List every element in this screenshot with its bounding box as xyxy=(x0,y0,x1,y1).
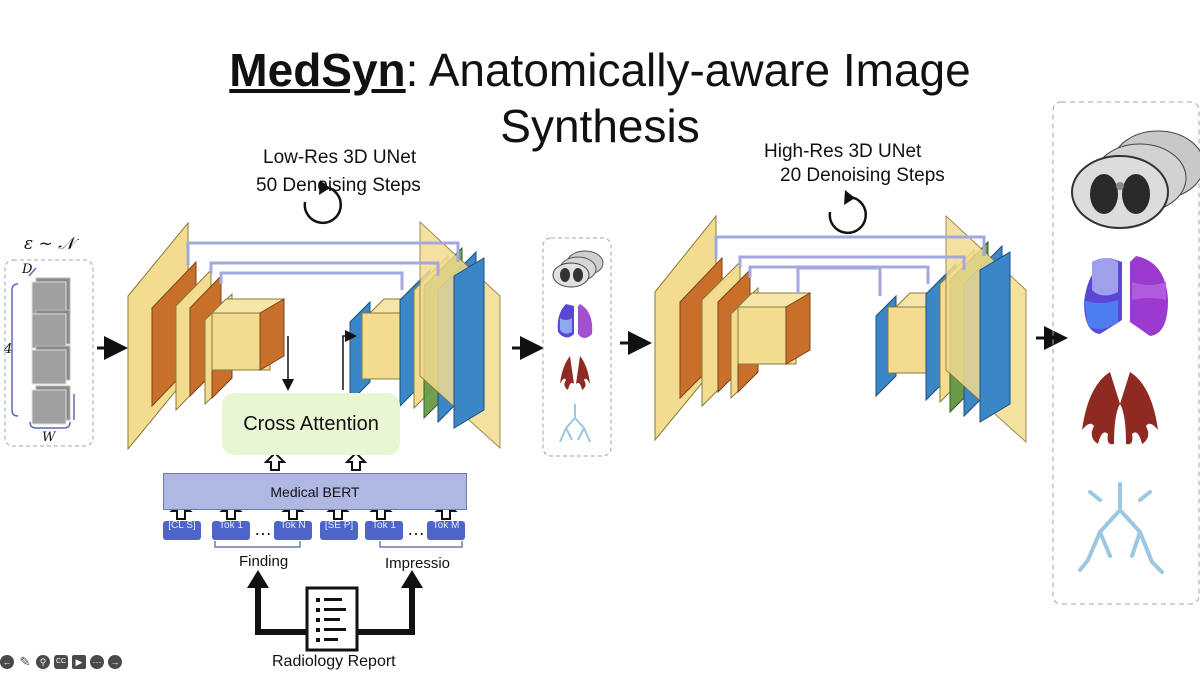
bracket-d xyxy=(28,267,37,277)
token-sep: [SE P] xyxy=(320,521,358,540)
finding-label: Finding xyxy=(239,553,289,570)
dim-w-label: W xyxy=(42,430,56,445)
previous-icon[interactable]: ← xyxy=(0,655,14,669)
mini-lung-lobes-icon xyxy=(557,304,593,338)
noise-label: ε ~ 𝒩 xyxy=(24,234,75,254)
token-ellipsis-1: … xyxy=(254,519,272,539)
token-impression-m: Tok M xyxy=(427,521,465,540)
lowres-unet xyxy=(127,180,501,451)
radiology-report-label: Radiology Report xyxy=(272,653,396,670)
noise-panel xyxy=(4,259,94,447)
medical-bert-box: Medical BERT xyxy=(163,473,467,510)
dim-4-label: 4 xyxy=(4,342,13,357)
dim-d-label: D xyxy=(22,262,33,277)
token-finding-1: Tok 1 xyxy=(212,521,250,540)
impression-label: Impressio xyxy=(385,555,451,572)
next-icon[interactable]: → xyxy=(108,655,122,669)
more-options-icon[interactable]: ⋯ xyxy=(90,655,104,669)
report-arrows xyxy=(255,584,415,635)
highres-label-line1: High-Res 3D UNet xyxy=(764,141,922,162)
title-rest: : Anatomically-aware Image xyxy=(405,44,971,96)
highres-label-line2: 20 Denoising Steps xyxy=(780,165,945,186)
bert-to-ca-arrows xyxy=(263,451,368,471)
final-output-panel xyxy=(1052,101,1200,605)
camera-icon[interactable]: ▶ xyxy=(72,655,86,669)
lowres-output-panel xyxy=(542,237,612,457)
finding-bracket xyxy=(214,541,301,548)
mini-airway-vessel-icon xyxy=(560,356,590,390)
bracket-w xyxy=(29,421,71,429)
lowres-label-line2: 50 Denoising Steps xyxy=(256,175,421,196)
noise-volumes xyxy=(31,277,71,425)
cross-attention-box: Cross Attention xyxy=(222,393,400,455)
report-document-icon xyxy=(305,586,359,652)
impression-bracket xyxy=(379,541,463,548)
pen-icon[interactable]: ✎ xyxy=(19,654,31,669)
token-cls: [CL S] xyxy=(163,521,201,540)
token-finding-n: Tok N xyxy=(274,521,312,540)
bracket-4 xyxy=(11,283,19,417)
highres-unet xyxy=(654,190,1027,444)
lowres-label-line1: Low-Res 3D UNet xyxy=(263,147,417,168)
slide-title-line1: MedSyn: Anatomically-aware Image xyxy=(0,44,1200,96)
captions-icon[interactable]: CC xyxy=(54,655,68,669)
presentation-toolbar: ← ✎ ⚲ CC ▶ ⋯ → xyxy=(0,653,122,671)
mini-bronchi-icon xyxy=(559,404,591,443)
title-emphasis: MedSyn xyxy=(229,44,406,96)
token-ellipsis-2: … xyxy=(407,519,425,539)
lung-vessels-icon xyxy=(1082,372,1158,445)
bronchial-tree-icon xyxy=(1078,482,1164,574)
search-icon[interactable]: ⚲ xyxy=(36,655,50,669)
token-impression-1: Tok 1 xyxy=(365,521,403,540)
slide-title-line2: Synthesis xyxy=(500,100,700,152)
lung-lobes-icon xyxy=(1084,256,1168,336)
mini-ct-icon xyxy=(552,250,604,288)
ct-slices-icon xyxy=(1071,130,1200,229)
